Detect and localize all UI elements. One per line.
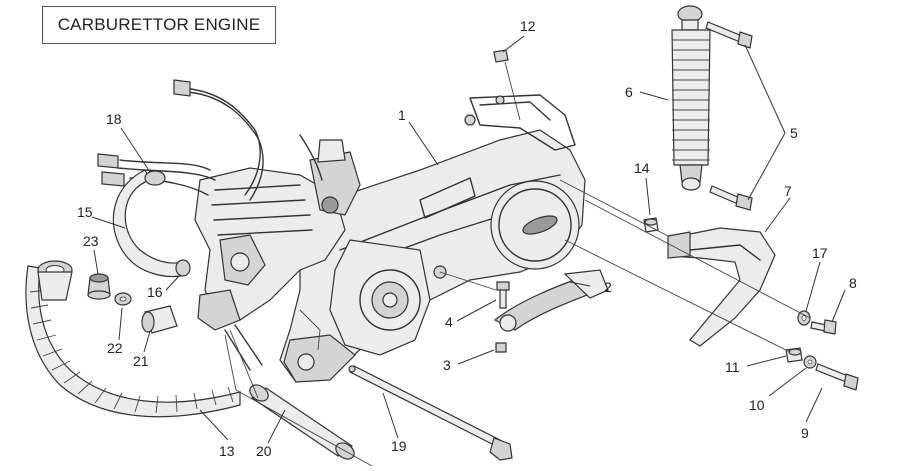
callout-11: 11 [725,359,740,375]
nut-3-part [495,342,507,353]
bolt-5-upper-part [705,21,753,49]
wiring-harness-part [97,79,323,201]
bolt-5-lower-part [709,185,753,211]
nut-12-part [493,49,509,63]
callout-18: 18 [106,111,122,127]
callout-15: 15 [77,204,93,220]
callout-numbers: 1 2 3 4 5 6 7 8 9 10 11 12 13 14 15 16 1… [77,18,857,459]
callout-23: 23 [83,233,99,249]
cover-shield-part [667,227,776,347]
callout-20: 20 [256,443,272,459]
assembly-guide-lines [224,61,811,467]
callout-21: 21 [133,353,149,369]
callout-13: 13 [219,443,235,459]
bolt-9-part [815,363,859,391]
callout-5: 5 [790,125,798,141]
callout-19: 19 [391,438,407,454]
shock-absorber-part [671,5,711,191]
callout-22: 22 [107,340,123,356]
callout-8: 8 [849,275,857,291]
callout-9: 9 [801,425,809,441]
callout-3: 3 [443,357,451,373]
axle-bolt-part [348,365,513,461]
stud-4-part [496,281,510,309]
bolt-8-part [810,319,837,335]
bush-23-part [87,273,111,300]
intake-hose-part [25,260,241,418]
callout-7: 7 [784,183,792,199]
bush-11-part [785,347,803,363]
callout-14: 14 [634,160,650,176]
washer-10-part [803,355,817,369]
callout-4: 4 [445,314,453,330]
callout-10: 10 [749,397,765,413]
callout-16: 16 [147,284,163,300]
washer-17-part [797,310,811,326]
washer-22-part [114,292,132,306]
callout-2: 2 [604,279,612,295]
kick-lever-part [493,269,609,332]
spacer-21-part [141,305,178,334]
callout-17: 17 [812,245,828,261]
cylinder-carburettor-part [194,139,361,371]
callout-6: 6 [625,84,633,100]
leader-lines [91,35,846,444]
callout-12: 12 [520,18,536,34]
air-hose-part [112,169,191,278]
callout-1: 1 [398,107,406,123]
diagram-title: CARBURETTOR ENGINE [42,6,276,44]
